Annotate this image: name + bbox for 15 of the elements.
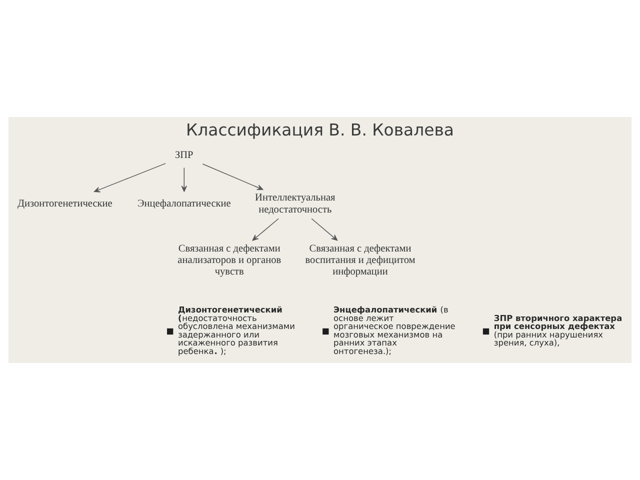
label: Энцефалопатический (в основе лежит органическое повреждение мозговых механизмов на ранних этапах онтогенеза.); (334, 304, 456, 356)
arrow (252, 218, 279, 241)
node-text: Связанная с дефектами анализаторов и органов чувств (178, 243, 282, 278)
arrow (94, 163, 166, 192)
diagram-title: Классификация В. В. Ковалева (186, 120, 454, 140)
node-text: Связанная с дефектами воспитания и дефицитом информации (305, 243, 416, 278)
node-text: Дизонтогенетические (18, 198, 112, 210)
label: ЗПР вторичного характера при сенсорных дефектах (при ранних нарушениях зрения, слуха), (494, 312, 622, 348)
node-text: Интеллектуальная недостаточность (255, 192, 336, 216)
arrow (202, 164, 264, 190)
label: Дизонтогенетический (недостаточность обусловлена механизмами задержанного или искаженного развития ребенка. ); (178, 304, 295, 356)
arrow (181, 167, 187, 192)
node-text: Энцефалопатические (137, 198, 231, 210)
arrow (311, 218, 338, 241)
node-text: ЗПР (175, 150, 194, 161)
